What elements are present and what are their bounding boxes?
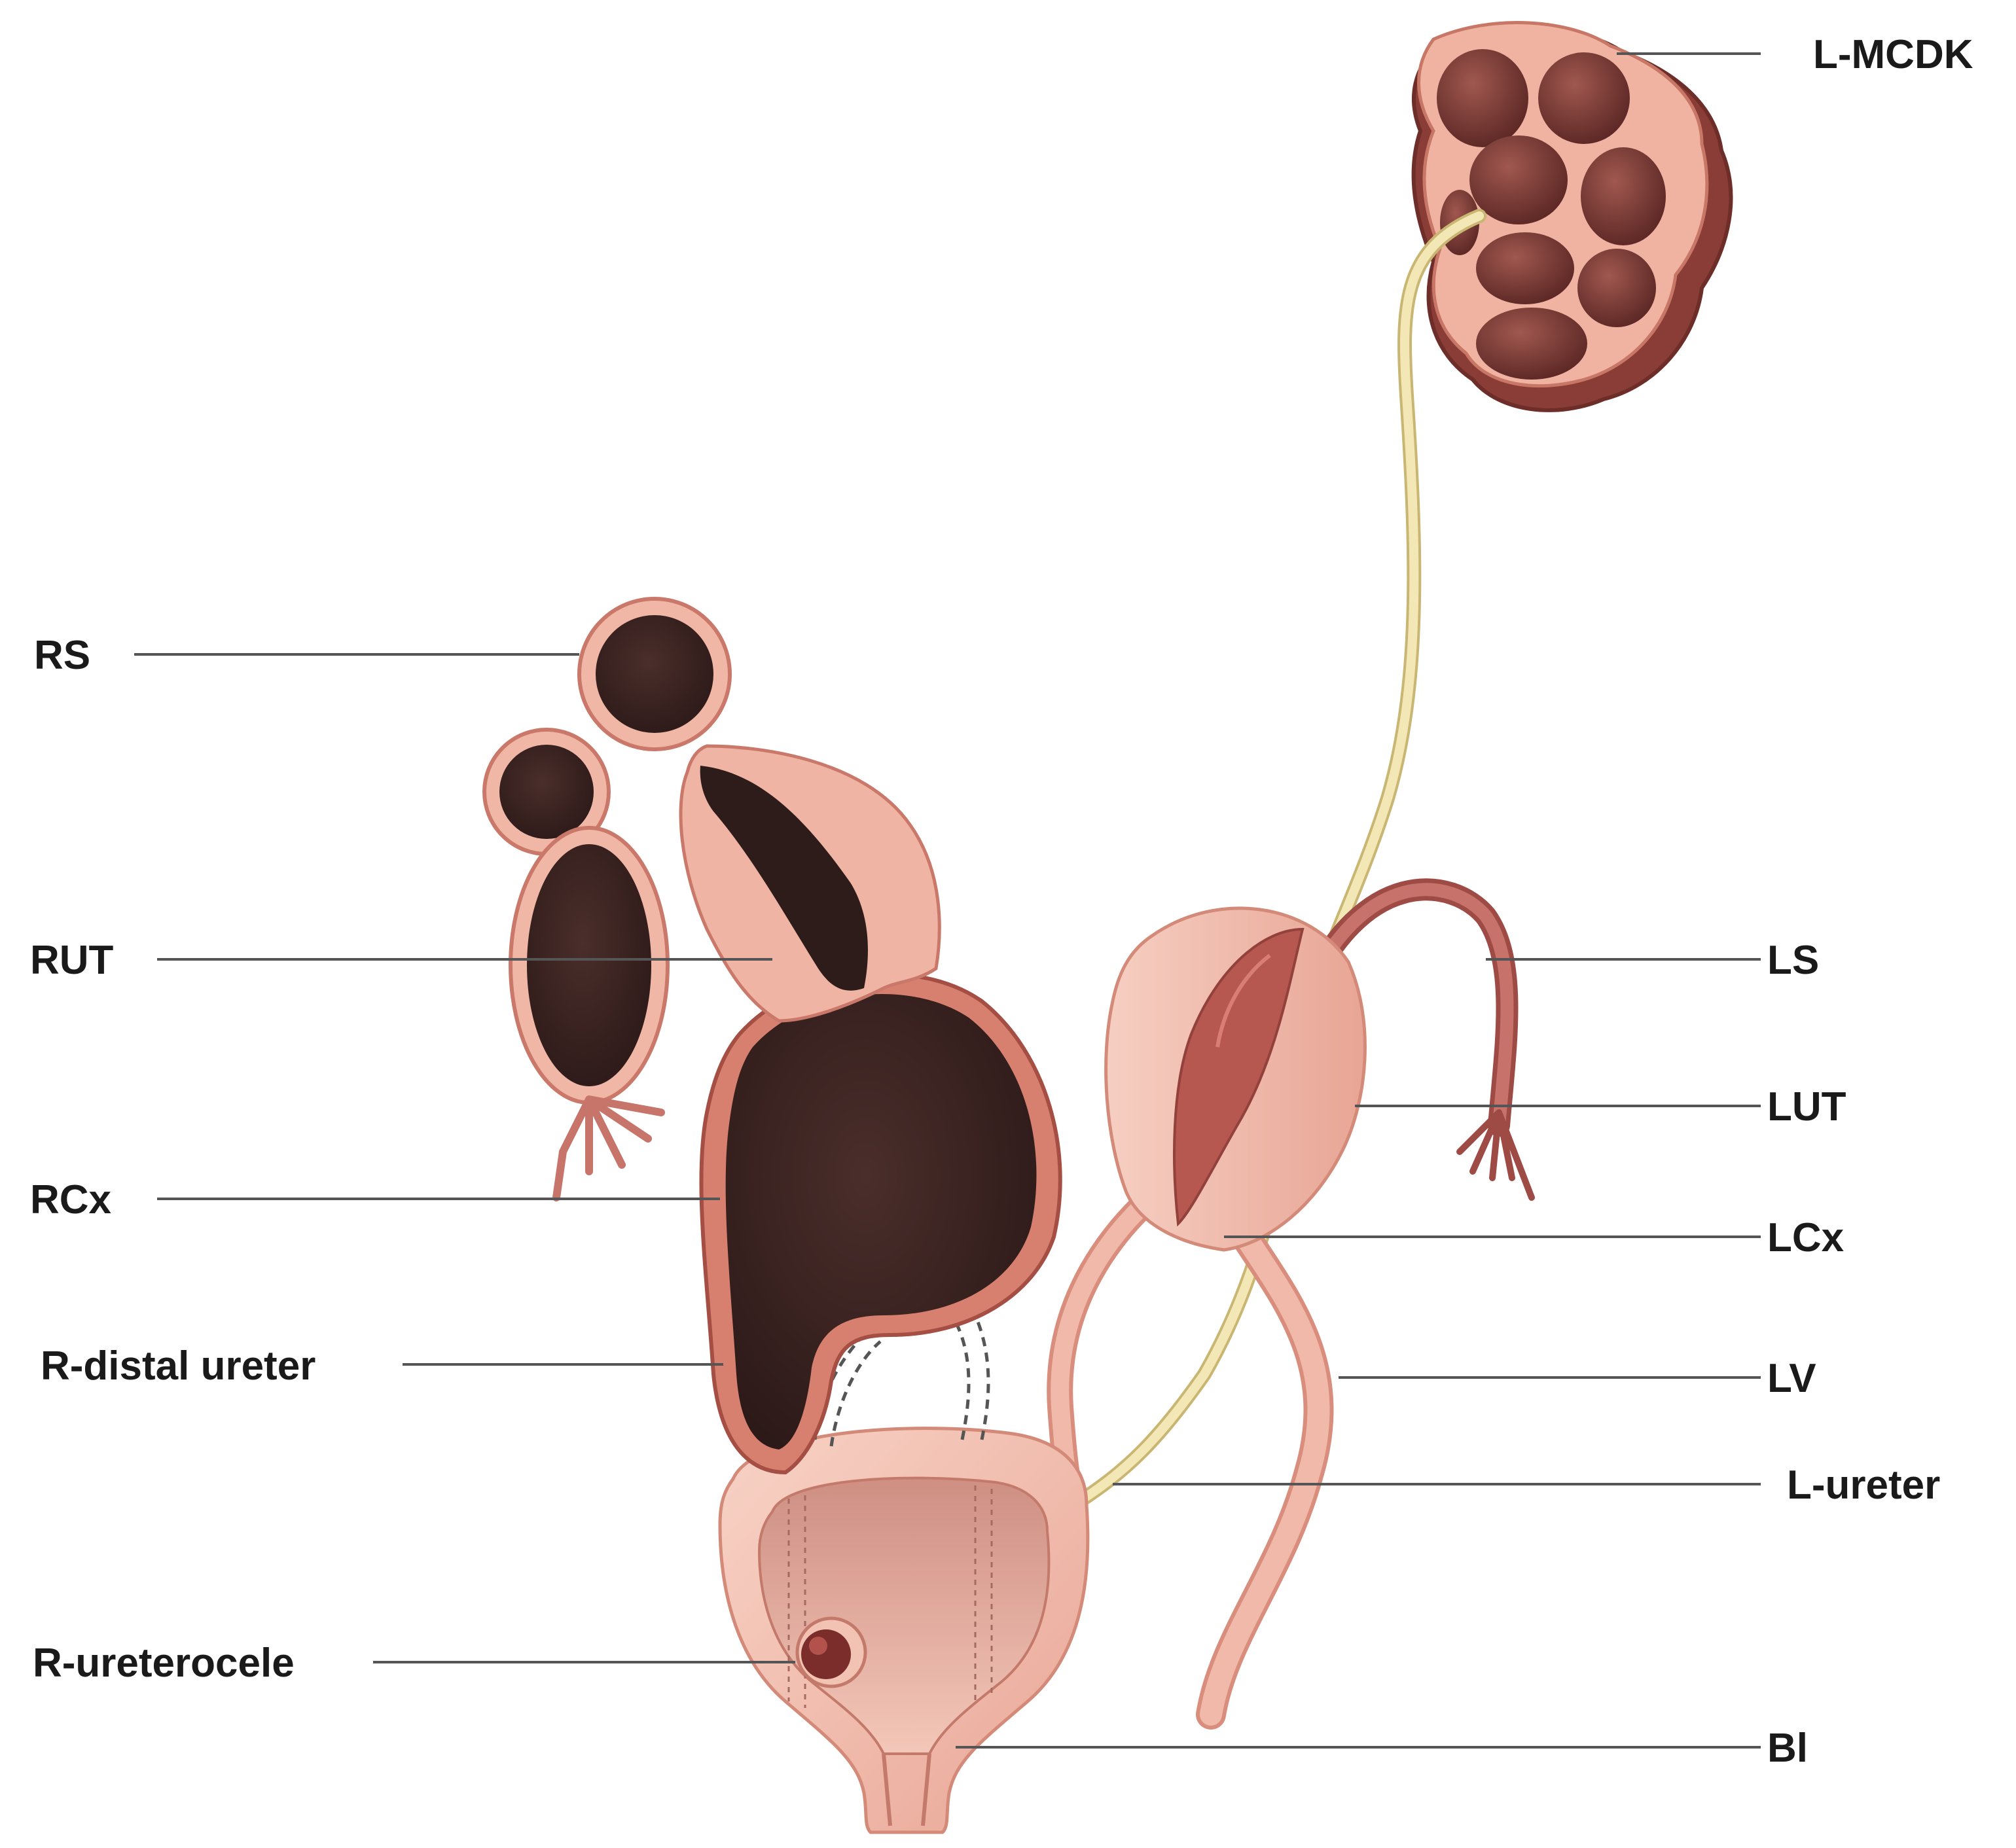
label-r-distal-ureter: R-distal ureter — [41, 1343, 315, 1389]
label-lcx: LCx — [1767, 1215, 1845, 1260]
labels: L-MCDK RS RUT LS LUT RCx LCx R-distal ur… — [30, 32, 1973, 1771]
label-rut: RUT — [30, 938, 114, 983]
label-ls: LS — [1767, 938, 1819, 983]
label-bl: Bl — [1767, 1726, 1808, 1771]
label-rs: RS — [34, 633, 90, 678]
left-multicystic-kidney — [1411, 21, 1733, 412]
label-lv: LV — [1767, 1356, 1816, 1401]
label-r-ureterocele: R-ureterocele — [33, 1641, 295, 1686]
right-system — [482, 597, 1062, 1475]
left-uterus — [1104, 906, 1367, 1252]
kidney-cysts — [1437, 49, 1666, 380]
right-ureterocele — [795, 1616, 867, 1688]
leader-lines — [134, 52, 1761, 1749]
bladder — [718, 1427, 1090, 1834]
label-lut: LUT — [1767, 1084, 1846, 1129]
label-l-ureter: L-ureter — [1787, 1463, 1940, 1508]
left-salpinx — [1291, 878, 1535, 1201]
label-rcx: RCx — [30, 1177, 112, 1222]
label-l-mcdk: L-MCDK — [1813, 32, 1973, 77]
